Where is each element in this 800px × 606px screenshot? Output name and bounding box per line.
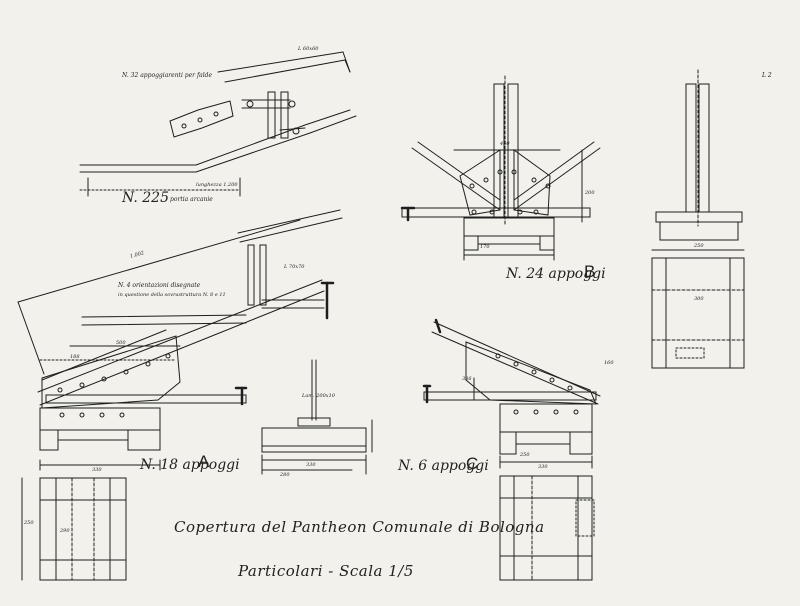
detail-a-letter: A [198, 452, 210, 471]
detail-b-letter: B [584, 262, 596, 281]
detail-c-caption: N. 6 appoggi [398, 458, 489, 474]
top-length-label: lunghezza 1.200 [196, 182, 238, 188]
top-count-label: N. 225 [122, 190, 169, 206]
profile-angle-70: L 70x70 [284, 264, 305, 270]
detail-b-dim-200: 200 [585, 190, 595, 196]
detail-a-note: N. 4 orientazioni disegnate [118, 282, 201, 289]
detail-c-drawing [422, 318, 601, 581]
detail-b-dim-300: 300 [694, 296, 704, 302]
detail-b-dim-170: 170 [480, 244, 490, 250]
detail-a-dim-290: 290 [60, 528, 70, 534]
detail-c-dim-250: 250 [520, 452, 530, 458]
profile-angle-60: L 60x60 [298, 46, 319, 52]
mid-dim-330: 330 [306, 462, 316, 468]
profile-plate: Lam. 200x10 [302, 393, 335, 399]
detail-a-dim-250: 250 [24, 520, 34, 526]
detail-a-caption: N. 18 appoggi [140, 457, 240, 473]
detail-c-dim-336: 336 [462, 376, 472, 382]
detail-a-dim-330: 330 [92, 467, 102, 473]
corner-mark: L 2 [762, 72, 772, 79]
mid-section-detail [261, 359, 373, 475]
detail-a-note2: in questione della sovrastruttura N. 8 e… [118, 292, 226, 298]
detail-c-dim-330: 330 [538, 464, 548, 470]
detail-a-drawing [17, 209, 343, 581]
detail-b-drawing [400, 69, 745, 369]
detail-c-dim-160: 160 [604, 360, 614, 366]
top-count-suffix: portia arcanie [170, 196, 213, 203]
detail-b-caption: N. 24 appoggi [506, 266, 606, 282]
drawing-subtitle: Particolari - Scala 1/5 [238, 562, 414, 580]
top-connection-detail [79, 51, 357, 197]
detail-b-dim-250: 250 [694, 243, 704, 249]
detail-a-dim-500: 500 [116, 340, 126, 346]
drawing-title: Copertura del Pantheon Comunale di Bolog… [174, 518, 545, 536]
detail-c-letter: C [466, 454, 479, 473]
top-note-label: N. 32 appoggiarenti per falde [122, 72, 213, 79]
detail-b-dim-460: 460 [500, 141, 510, 147]
detail-a-dim-188: 188 [70, 354, 80, 360]
mid-dim-280: 280 [280, 472, 290, 478]
